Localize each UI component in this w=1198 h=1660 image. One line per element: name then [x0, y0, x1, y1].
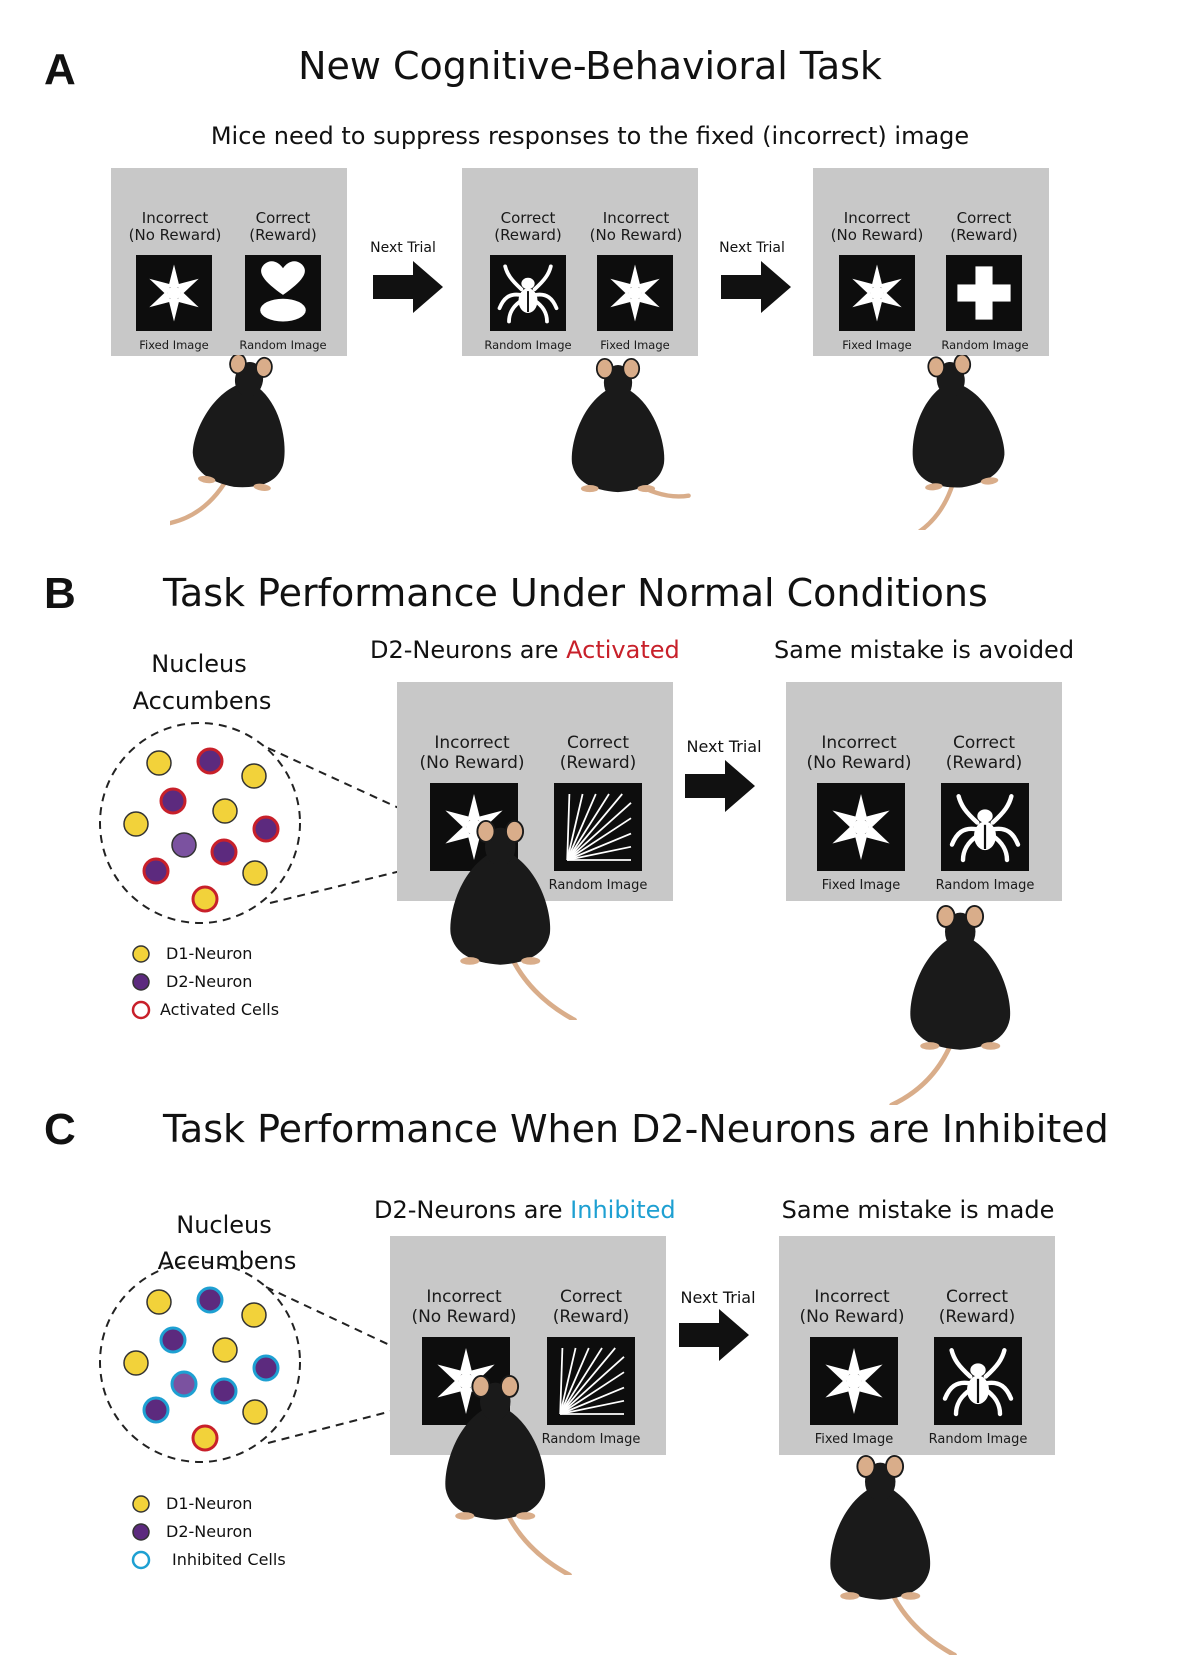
next-trial-label-b: Next Trial [686, 737, 762, 756]
panel-letter-a: A [44, 45, 76, 94]
screen-c1-left-label: Incorrect (No Reward) [411, 1287, 517, 1327]
screen-a3-right-caption: Random Image [941, 338, 1029, 352]
heart-oval-icon [245, 255, 321, 331]
legend-d1-marker-b [132, 945, 150, 963]
screen-c1: Incorrect (No Reward) Correct (Reward) R… [390, 1236, 666, 1455]
star-icon [810, 1337, 898, 1425]
rays-icon [547, 1337, 635, 1425]
panel-c-region-line1: Nucleus [176, 1211, 272, 1239]
next-trial-arrow-b [685, 760, 755, 812]
screen-a3: Incorrect (No Reward) Correct (Reward) F… [813, 168, 1049, 356]
legend-activated-marker-b [131, 1000, 151, 1020]
screen-c2-right-label: Correct (Reward) [938, 1287, 1016, 1327]
legend-d1-label-b: D1-Neuron [166, 944, 253, 963]
screen-b1: Incorrect (No Reward) Correct (Reward) R… [397, 682, 673, 901]
screen-b2-left-caption: Fixed Image [821, 878, 901, 893]
panel-c-region-line2: Accumbens [157, 1247, 297, 1275]
panel-a-title: New Cognitive-Behavioral Task [298, 44, 882, 88]
screen-a2: Correct (Reward) Incorrect (No Reward) R… [462, 168, 698, 356]
panel-a-subtitle: Mice need to suppress responses to the f… [210, 122, 970, 150]
next-trial-label-a1: Next Trial [370, 240, 436, 256]
neurons-c [123, 1286, 280, 1452]
panel-b-caption-right: Same mistake is avoided [773, 636, 1075, 664]
panel-letter-c: C [44, 1105, 76, 1154]
screen-c2-left-label: Incorrect (No Reward) [799, 1287, 905, 1327]
legend-d2-label-c: D2-Neuron [166, 1522, 253, 1541]
screen-c1-right-caption: Random Image [541, 1432, 641, 1447]
panel-letter-b: B [44, 569, 76, 618]
screen-a1-right-caption: Random Image [239, 338, 327, 352]
screen-a2-right-caption: Fixed Image [600, 338, 670, 352]
spider-icon [934, 1337, 1022, 1425]
screen-a1-left-caption: Fixed Image [139, 338, 209, 352]
screen-b2-left-label: Incorrect (No Reward) [806, 733, 912, 773]
next-trial-label-c: Next Trial [680, 1288, 756, 1307]
panel-b-caption-left-emph: Activated [566, 636, 680, 664]
legend-d2-label-b: D2-Neuron [166, 972, 253, 991]
screen-a3-right-label: Correct (Reward) [950, 209, 1018, 245]
screen-a2-left-caption: Random Image [484, 338, 572, 352]
panel-b-caption-left-prefix: D2-Neurons are [370, 636, 567, 664]
panel-c-caption-right: Same mistake is made [781, 1196, 1055, 1224]
screen-a3-left-caption: Fixed Image [842, 338, 912, 352]
rays-icon [554, 783, 642, 871]
spider-icon [941, 783, 1029, 871]
screen-b1-left-label: Incorrect (No Reward) [419, 733, 525, 773]
mouse-a1 [170, 355, 285, 527]
next-trial-arrow-a1 [373, 261, 443, 313]
screen-b2: Incorrect (No Reward) Correct (Reward) F… [786, 682, 1062, 901]
star-icon [597, 255, 673, 331]
screen-a1: Incorrect (No Reward) Correct (Reward) F… [111, 168, 347, 356]
mouse-c2 [830, 1455, 957, 1655]
legend-inhibited-marker-c [131, 1550, 151, 1570]
nucleus-accumbens-region-c [99, 1261, 301, 1463]
panel-c-caption-left-emph: Inhibited [570, 1196, 676, 1224]
screen-a3-left-label: Incorrect (No Reward) [830, 209, 924, 245]
screen-b1-right-label: Correct (Reward) [559, 733, 637, 773]
mouse-c1 [445, 1375, 572, 1575]
star-icon [839, 255, 915, 331]
neurons-b [123, 747, 280, 913]
screen-c2-right-caption: Random Image [928, 1432, 1028, 1447]
screen-a1-right-label: Correct (Reward) [249, 209, 317, 245]
legend-d2-marker-c [132, 1523, 150, 1541]
mouse-a2 [571, 358, 691, 499]
legend-d1-marker-c [132, 1495, 150, 1513]
screen-b1-right-caption: Random Image [548, 878, 648, 893]
legend-d1-label-c: D1-Neuron [166, 1494, 253, 1513]
next-trial-label-a2: Next Trial [719, 240, 785, 256]
spider-icon [490, 255, 566, 331]
panel-c-title: Task Performance When D2-Neurons are Inh… [163, 1107, 1109, 1151]
nucleus-accumbens-region-b [99, 722, 301, 924]
panel-b-caption-left: D2-Neurons are Activated [370, 637, 680, 663]
screen-a2-right-label: Incorrect (No Reward) [589, 209, 683, 245]
panel-c-caption-left: D2-Neurons are Inhibited [374, 1197, 676, 1223]
cross-icon [946, 255, 1022, 331]
screen-c2: Incorrect (No Reward) Correct (Reward) F… [779, 1236, 1055, 1455]
mouse-b1 [450, 820, 577, 1020]
legend-inhibited-label-c: Inhibited Cells [172, 1550, 286, 1569]
legend-d2-marker-b [132, 973, 150, 991]
panel-b-region-line2: Accumbens [132, 687, 272, 715]
mouse-a3 [902, 355, 1005, 530]
screen-b2-right-caption: Random Image [935, 878, 1035, 893]
panel-b-title: Task Performance Under Normal Conditions [163, 571, 988, 615]
panel-b-region-line1: Nucleus [151, 650, 247, 678]
panel-c-caption-left-prefix: D2-Neurons are [374, 1196, 571, 1224]
next-trial-arrow-a2 [721, 261, 791, 313]
screen-c1-right-label: Correct (Reward) [552, 1287, 630, 1327]
screen-a2-left-label: Correct (Reward) [494, 209, 562, 245]
screen-c2-left-caption: Fixed Image [814, 1432, 894, 1447]
star-icon [817, 783, 905, 871]
next-trial-arrow-c [679, 1309, 749, 1361]
legend-activated-label-b: Activated Cells [160, 1000, 280, 1019]
mouse-b2 [889, 905, 1011, 1105]
screen-a1-left-label: Incorrect (No Reward) [128, 209, 222, 245]
star-icon [136, 255, 212, 331]
screen-b2-right-label: Correct (Reward) [945, 733, 1023, 773]
